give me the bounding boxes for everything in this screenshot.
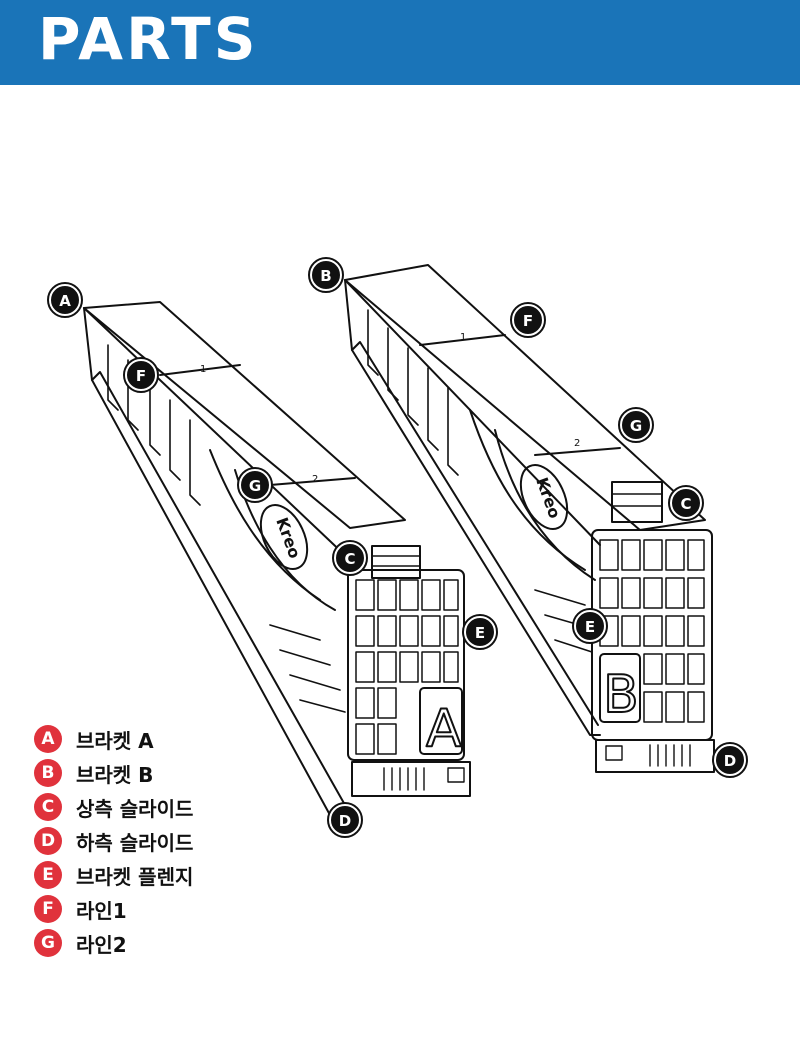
svg-text:A: A	[59, 292, 71, 310]
bracket-b-outer-wall	[344, 279, 601, 736]
legend-item-f: F 라인1	[34, 892, 193, 926]
callout-a: A	[47, 282, 83, 318]
bracket-a-upper-slide	[371, 545, 421, 579]
legend-badge-a: A	[34, 725, 62, 753]
legend-label-c: 상측 슬라이드	[76, 796, 194, 821]
legend-badge-c: C	[34, 793, 62, 821]
bracket-a-top-inner-edge	[83, 307, 351, 561]
legend-badge-g: G	[34, 929, 62, 957]
bracket-b-logo: Kreo	[532, 475, 564, 521]
bracket-b-section-line-2	[534, 447, 621, 456]
legend-label-e: 브라켓 플렌지	[76, 864, 194, 889]
legend-item-c: C 상측 슬라이드	[34, 790, 193, 824]
bracket-a-lower-slide	[351, 761, 471, 797]
bracket-a-letter: A	[426, 699, 462, 759]
legend-badge-f: F	[34, 895, 62, 923]
callout-f-bracket-b: F	[510, 302, 546, 338]
svg-text:G: G	[249, 477, 261, 495]
bracket-a-section-1: 1	[200, 364, 206, 375]
page-title: PARTS	[38, 5, 259, 73]
bracket-a-section-line-1	[159, 364, 241, 376]
legend-badge-d: D	[34, 827, 62, 855]
bracket-a-logo-ring	[259, 504, 309, 570]
bracket-b-inner-edge	[351, 341, 599, 726]
bracket-a-section-line-2	[269, 477, 356, 486]
bracket-a-logo: Kreo	[272, 515, 304, 561]
legend-item-g: G 라인2	[34, 926, 193, 960]
legend-label-b: 브라켓 B	[76, 762, 154, 787]
legend-item-e: E 브라켓 플렌지	[34, 858, 193, 892]
bracket-b-switch	[605, 745, 623, 761]
callout-e-bracket-a: E	[462, 614, 498, 650]
bracket-b-top-rail	[344, 264, 706, 531]
bracket-b-upper-slide	[611, 481, 663, 523]
svg-text:F: F	[136, 367, 146, 385]
callout-b: B	[308, 257, 344, 293]
svg-text:C: C	[344, 550, 355, 568]
callout-g-bracket-a: G	[237, 467, 273, 503]
bracket-a-section-2: 2	[312, 474, 318, 485]
bracket-b-section-line-1	[419, 334, 506, 346]
svg-text:E: E	[475, 624, 485, 642]
svg-text:E: E	[585, 618, 595, 636]
callout-e-bracket-b: E	[572, 608, 608, 644]
legend-badge-b: B	[34, 759, 62, 787]
legend-label-d: 하측 슬라이드	[76, 830, 194, 855]
bracket-b-section-1: 1	[460, 332, 466, 343]
header-bar: PARTS	[0, 0, 800, 85]
bracket-a-inner-edge	[91, 371, 346, 806]
legend-label-f: 라인1	[76, 898, 127, 923]
legend-item-b: B 브라켓 B	[34, 756, 193, 790]
bracket-b-logo-ring	[519, 464, 569, 530]
bracket-b-letter: B	[603, 665, 639, 725]
svg-text:G: G	[630, 417, 642, 435]
svg-text:B: B	[320, 267, 331, 285]
bracket-a-switch	[447, 767, 465, 783]
bracket-a-letter-plate	[419, 687, 463, 755]
bracket-a-flange-grid	[355, 579, 459, 755]
parts-legend: A 브라켓 A B 브라켓 B C 상측 슬라이드 D 하측 슬라이드 E 브라…	[34, 722, 193, 960]
bracket-b-flange-grid	[599, 539, 705, 723]
callout-g-bracket-b: G	[618, 407, 654, 443]
bracket-a-flange	[347, 569, 465, 761]
bracket-b-section-2: 2	[574, 438, 580, 449]
callout-c-bracket-b: C	[668, 485, 704, 521]
callout-f-bracket-a: F	[123, 357, 159, 393]
svg-text:D: D	[339, 812, 351, 830]
bracket-b-top-inner-edge	[344, 279, 601, 546]
legend-label-g: 라인2	[76, 932, 127, 957]
bracket-b	[344, 264, 715, 773]
legend-badge-e: E	[34, 861, 62, 889]
callout-c-bracket-a: C	[332, 540, 368, 576]
legend-label-a: 브라켓 A	[76, 728, 154, 753]
bracket-b-letter-plate	[599, 653, 641, 723]
svg-text:C: C	[680, 495, 691, 513]
bracket-b-lower-slide	[595, 739, 715, 773]
legend-item-a: A 브라켓 A	[34, 722, 193, 756]
legend-item-d: D 하측 슬라이드	[34, 824, 193, 858]
svg-text:D: D	[724, 752, 736, 770]
bracket-a-ribs	[107, 344, 346, 713]
svg-text:F: F	[523, 312, 533, 330]
bracket-a-top-rail	[83, 301, 406, 529]
callout-d-bracket-a: D	[327, 802, 363, 838]
bracket-b-ribs	[367, 309, 593, 653]
callout-d-bracket-b: D	[712, 742, 748, 778]
